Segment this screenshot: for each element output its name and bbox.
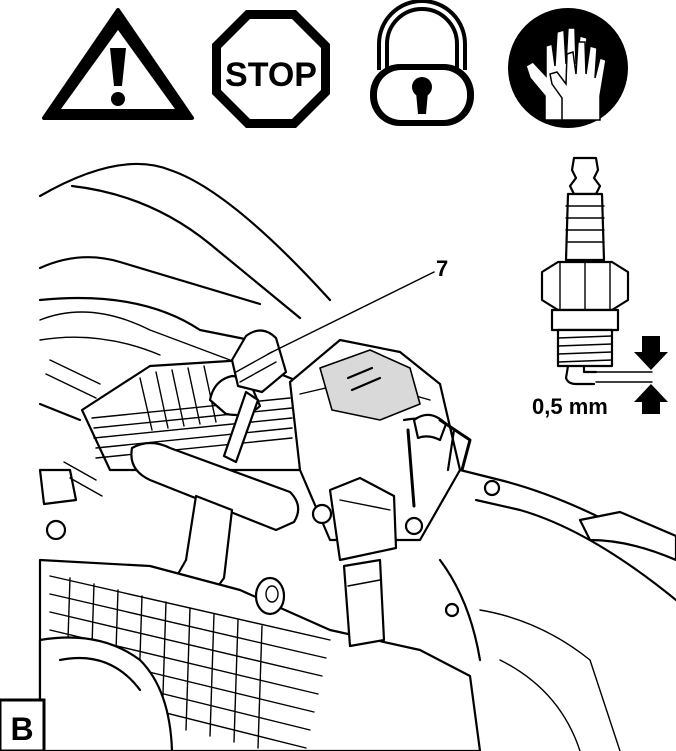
stop-sign-icon: STOP	[212, 10, 330, 128]
padlock-icon	[370, 0, 474, 126]
spark-plug-detail	[540, 156, 668, 414]
stop-sign-text: STOP	[225, 56, 317, 94]
figure-letter-box: B	[0, 698, 46, 751]
gap-arrow-up-icon	[634, 384, 668, 414]
engine-drawing	[38, 162, 676, 751]
callout-number: 7	[436, 256, 448, 281]
spark-plug-boot	[208, 329, 288, 464]
electrode-gap-label: 0,5 mm	[532, 394, 608, 419]
warning-triangle-icon	[42, 8, 194, 120]
figure-letter: B	[10, 711, 33, 747]
cooling-fins	[91, 365, 293, 459]
callout-leader-line	[267, 271, 435, 355]
left-mounts	[38, 461, 103, 541]
gap-arrow-down-icon	[634, 336, 668, 370]
protective-gloves-icon	[508, 8, 628, 128]
